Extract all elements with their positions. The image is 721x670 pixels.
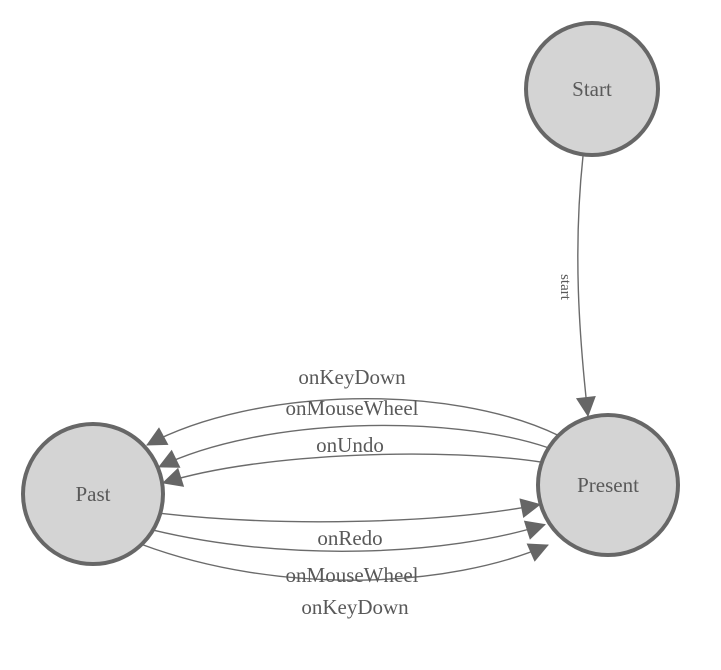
edge-label-start: start	[557, 274, 573, 301]
edge-label-onundo: onUndo	[316, 433, 384, 457]
edge-past-to-present-onredo	[160, 498, 541, 523]
edge-label-onmousewheel-bottom: onMouseWheel	[286, 563, 419, 587]
node-start	[524, 21, 660, 157]
edge-label-onredo: onRedo	[317, 526, 382, 550]
edge-present-to-past-onkeydown	[146, 397, 559, 446]
edge-past-to-present-onkeydown	[141, 543, 549, 581]
node-start-label: Start	[572, 77, 612, 101]
node-past-label: Past	[75, 482, 110, 506]
edge-label-onkeydown-top: onKeyDown	[298, 365, 406, 389]
edge-label-onkeydown-bottom: onKeyDown	[301, 595, 409, 619]
node-past	[21, 422, 165, 566]
edge-past-to-present-onmousewheel	[152, 520, 546, 552]
edge-start-to-present	[575, 155, 596, 417]
edge-label-onmousewheel-top: onMouseWheel	[286, 396, 419, 420]
node-present	[536, 413, 680, 557]
node-present-label: Present	[577, 473, 639, 497]
edge-present-to-past-onmousewheel	[158, 424, 549, 468]
edge-present-to-past-onundo	[162, 453, 542, 487]
